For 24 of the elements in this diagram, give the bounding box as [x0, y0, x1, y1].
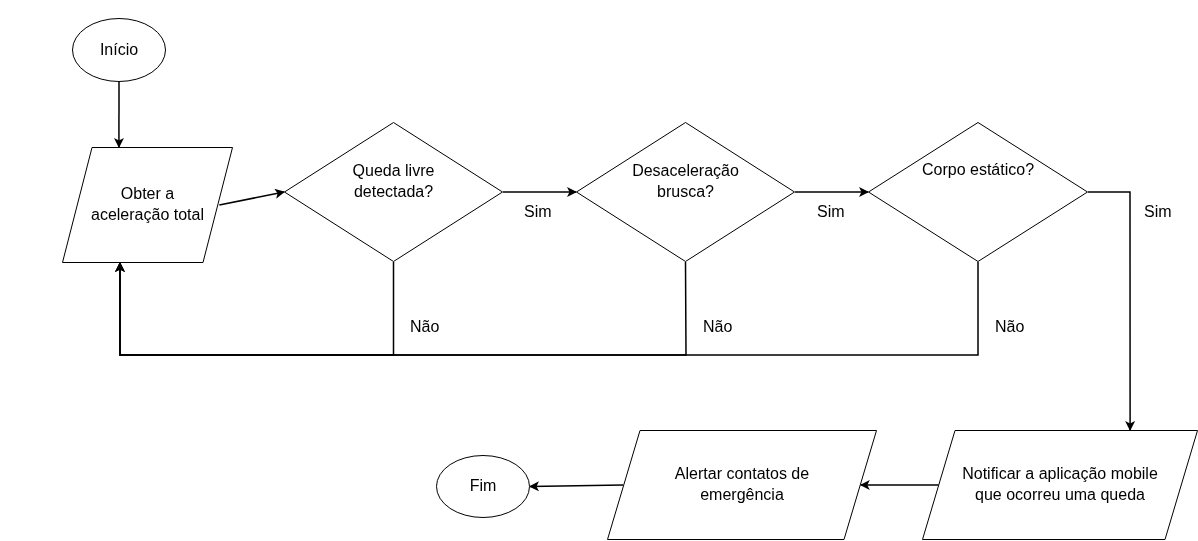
node-label: Início — [99, 39, 139, 60]
arrow — [114, 261, 979, 356]
data-parallelogram — [922, 430, 1198, 540]
decision-diamond — [284, 122, 503, 262]
node-label: Fim — [469, 476, 497, 497]
terminal-ellipse — [436, 455, 530, 518]
terminal-ellipse — [72, 18, 166, 82]
arrow — [113, 81, 124, 148]
data-parallelogram — [62, 147, 233, 263]
node-label: Notificar a aplicação mobile que ocorreu uma queda — [961, 464, 1159, 505]
arrow — [502, 187, 577, 197]
decision-diamond — [868, 122, 1088, 262]
arrow — [794, 187, 869, 197]
node-label: Corpo estático? — [921, 159, 1035, 180]
arrow — [529, 481, 624, 492]
node-label: Alertar contatos de emergência — [673, 464, 811, 505]
node-label: Queda livre detectada? — [351, 161, 436, 202]
arrow — [859, 480, 940, 490]
node-label: Desaceleração brusca? — [631, 161, 740, 202]
data-parallelogram — [607, 430, 877, 540]
node-label: Obter a aceleração total — [90, 184, 205, 225]
decision-diamond — [576, 122, 795, 262]
arrow — [1087, 191, 1136, 431]
arrow — [218, 188, 285, 206]
